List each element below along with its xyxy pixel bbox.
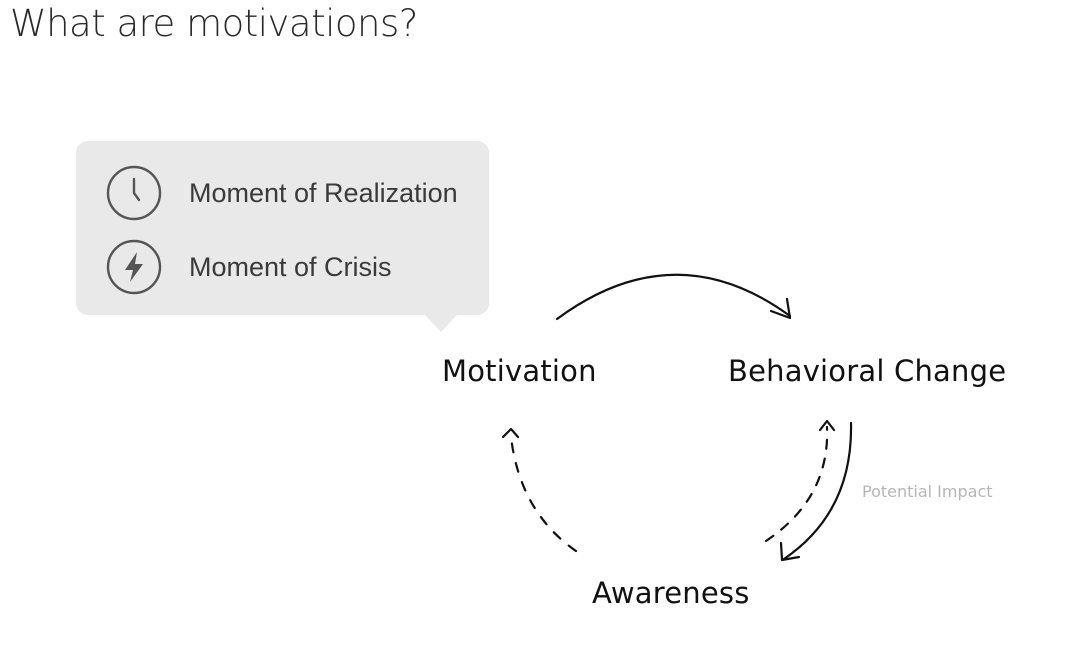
clock-icon: [106, 165, 162, 221]
callout-item-crisis: Moment of Crisis: [106, 239, 392, 295]
potential-impact-label: Potential Impact: [862, 482, 993, 501]
arrowhead-behavior: [769, 297, 792, 320]
arrowhead-awareness: [779, 541, 801, 562]
callout-item-realization: Moment of Realization: [106, 165, 458, 221]
slide-title: What are motivations?: [10, 2, 418, 45]
dashed-arrow-awareness-to-behavior: [764, 425, 829, 543]
arrow-behavior-to-awareness: [782, 421, 853, 561]
callout-pointer: [425, 315, 457, 332]
arrow-motivation-to-behavior: [555, 273, 792, 321]
dashed-arrow-awareness-to-motivation: [509, 435, 578, 553]
node-behavioral-change: Behavioral Change: [728, 354, 1007, 388]
callout-label-realization: Moment of Realization: [189, 177, 458, 208]
callout-label-crisis: Moment of Crisis: [189, 251, 392, 282]
node-awareness: Awareness: [592, 576, 750, 610]
lightning-bolt-icon: [106, 239, 162, 295]
dashed-arrowhead-behavior: [818, 419, 836, 432]
node-motivation: Motivation: [442, 354, 597, 388]
motivation-callout: Moment of Realization Moment of Crisis: [76, 141, 489, 315]
dashed-arrowhead-motivation: [501, 427, 520, 439]
